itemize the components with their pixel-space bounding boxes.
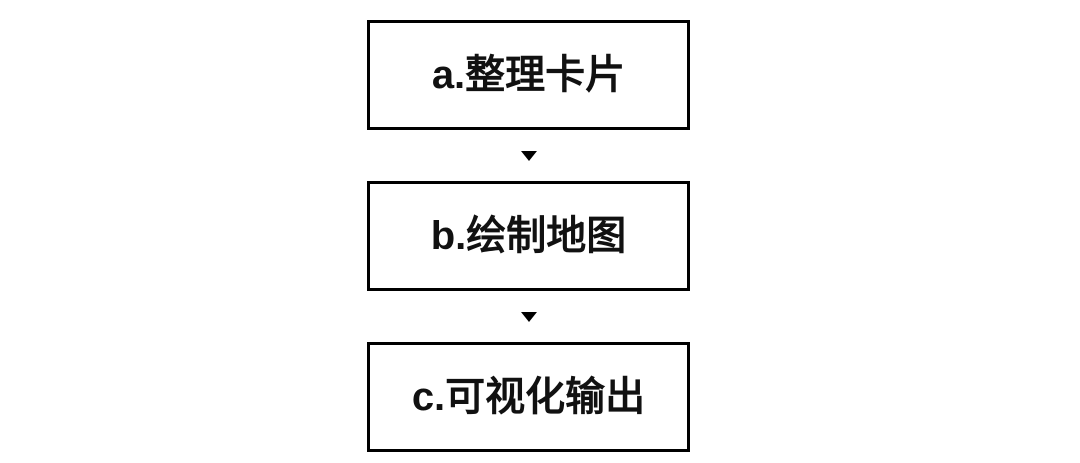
flow-node-a[interactable]: a.整理卡片 [367, 20, 690, 130]
flow-node-b-label: b.绘制地图 [430, 214, 627, 258]
flow-node-b[interactable]: b.绘制地图 [367, 181, 690, 291]
triangle-down-icon [520, 150, 537, 161]
flow-node-column: a.整理卡片 b.绘制地图 c.可视化输出 [367, 20, 690, 452]
flow-connector-a-to-b [367, 130, 690, 181]
flow-connector-b-to-c [367, 291, 690, 342]
flow-node-a-label: a.整理卡片 [431, 53, 626, 97]
flow-node-c-label: c.可视化输出 [411, 375, 646, 419]
triangle-down-icon [520, 311, 537, 322]
flow-node-c[interactable]: c.可视化输出 [367, 342, 690, 452]
